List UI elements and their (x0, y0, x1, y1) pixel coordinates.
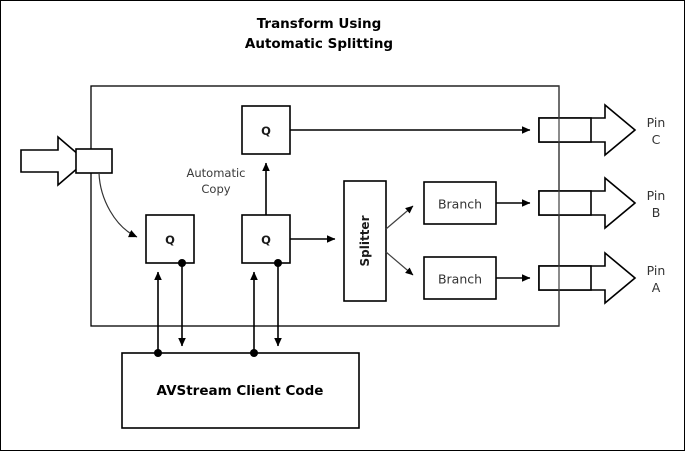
output-pin-c-label-line1: Pin (647, 115, 666, 130)
junction-dot-client-left-read (154, 349, 162, 357)
diagram-title-line2: Automatic Splitting (245, 36, 393, 52)
output-pin-a-label-line2: A (652, 280, 661, 295)
avstream-client-code-box (121, 352, 360, 429)
output-pin-a-label-line1: Pin (647, 263, 666, 278)
junction-dot-queue-splitter-feed-write (274, 259, 282, 267)
input-stream-arrow (20, 135, 88, 187)
queue-box-splitter-feed (241, 214, 291, 264)
connector-splitter-to-branch-upper (385, 205, 414, 230)
branch-box-upper-label: Branch (438, 197, 482, 212)
output-pin-a: Pin A (538, 251, 666, 305)
queue-box-top-label: Q (261, 124, 271, 138)
output-pin-c-label-line2: C (652, 132, 661, 147)
input-pin-box (75, 148, 113, 174)
splitter-box (343, 180, 387, 302)
avstream-client-code-label: AVStream Client Code (157, 383, 324, 399)
junction-dot-queue-input-write (178, 259, 186, 267)
connector-input-to-queue (98, 172, 138, 238)
queue-box-splitter-feed-label: Q (261, 233, 271, 247)
output-pin-b: Pin B (538, 176, 666, 230)
automatic-copy-note-line2: Copy (201, 182, 230, 196)
branch-box-lower (423, 256, 497, 300)
diagram-title-line1: Transform Using (257, 16, 382, 32)
output-pin-a-box (538, 265, 592, 291)
branch-box-lower-label: Branch (438, 272, 482, 287)
branch-box-upper (423, 181, 497, 225)
junction-dot-client-right-read (250, 349, 258, 357)
output-pin-c: Pin C (538, 103, 666, 157)
automatic-copy-note-line1: Automatic (187, 166, 246, 180)
output-pin-b-label-line1: Pin (647, 188, 666, 203)
queue-box-input (145, 214, 195, 264)
output-pin-c-box (538, 117, 592, 143)
connector-splitter-to-branch-lower (385, 251, 414, 276)
queue-box-top (241, 105, 291, 155)
output-pin-b-label-line2: B (652, 205, 661, 220)
output-pin-b-box (538, 190, 592, 216)
splitter-box-label: Splitter (358, 215, 372, 266)
queue-box-input-label: Q (165, 233, 175, 247)
